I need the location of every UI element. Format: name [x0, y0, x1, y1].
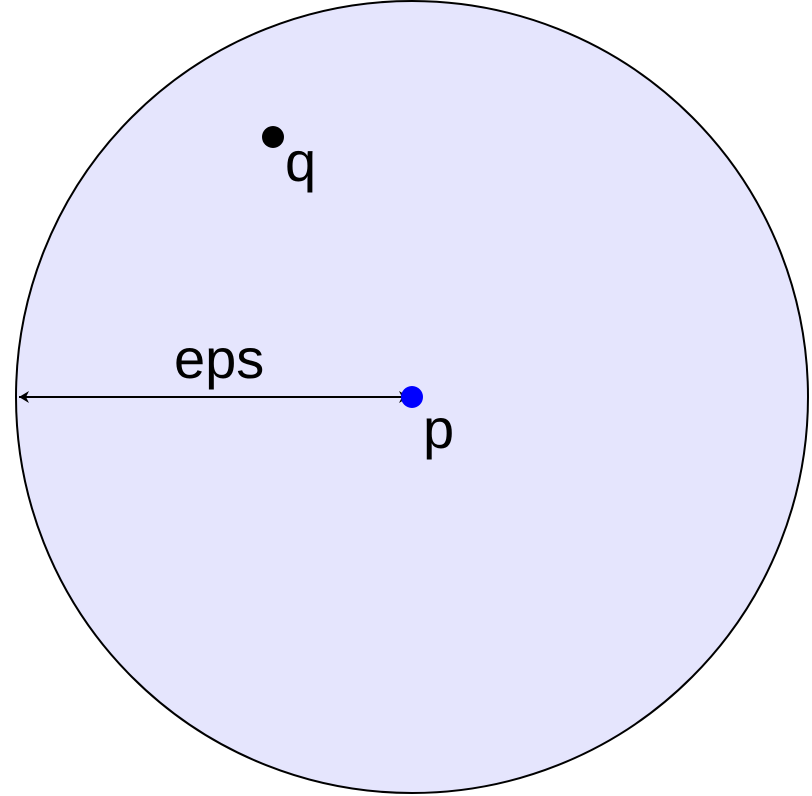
neighbor-point-q — [262, 126, 284, 148]
center-point-label: p — [423, 397, 454, 460]
neighbor-point-label: q — [285, 130, 316, 193]
eps-label: eps — [174, 327, 264, 390]
center-point-p — [401, 386, 423, 408]
